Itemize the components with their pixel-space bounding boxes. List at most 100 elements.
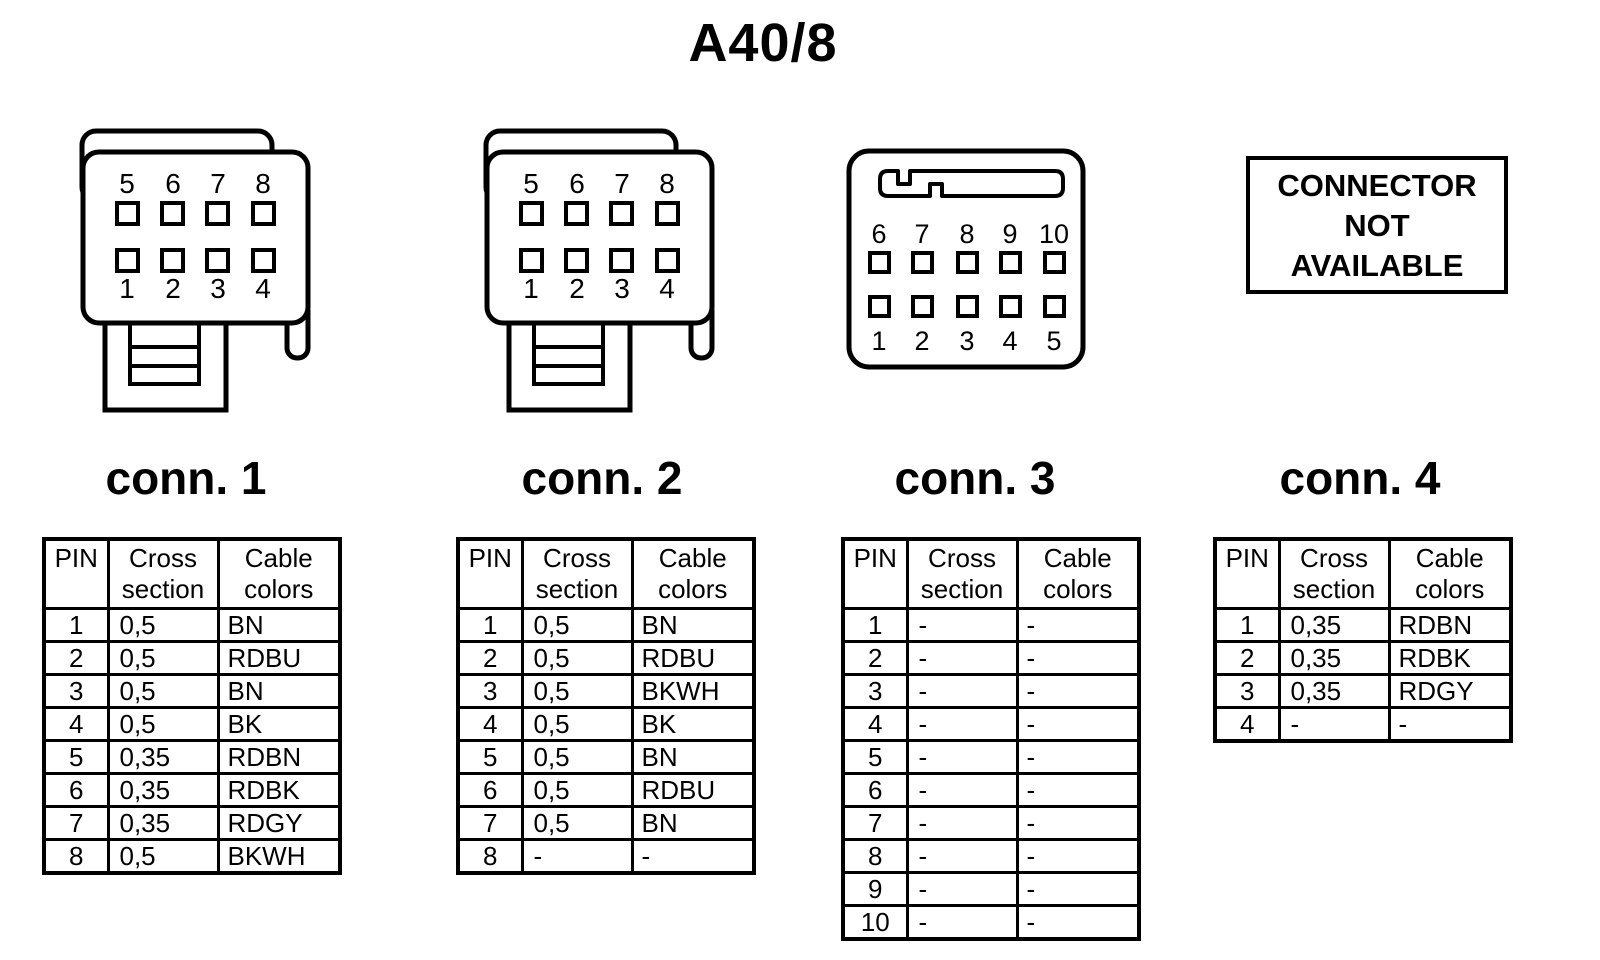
cross-section-cell: 0,5 (106, 607, 220, 643)
pin-number: 1 (523, 273, 539, 304)
cable-color-cell: BK (216, 706, 342, 742)
pin-socket (160, 248, 185, 273)
pin-number: 7 (914, 219, 929, 249)
pin-socket (999, 295, 1022, 318)
cable-color-cell: RDBU (630, 640, 756, 676)
pin-socket (115, 248, 140, 273)
table-row: 9-- (841, 871, 1141, 907)
table-row: 1-- (841, 607, 1141, 643)
pin-socket (956, 295, 979, 318)
keying-slot (878, 169, 1065, 198)
pin-cell: 3 (841, 673, 909, 709)
cable-color-cell: - (1015, 904, 1141, 941)
cross-section-cell: 0,35 (1277, 640, 1391, 676)
column-header-pin: PIN (1213, 537, 1281, 610)
plug-insert (532, 321, 605, 386)
table-row: 4-- (1213, 706, 1513, 743)
pin-socket (956, 251, 979, 274)
cross-section-cell: - (905, 706, 1019, 742)
pin-socket (564, 248, 589, 273)
pin-number: 8 (659, 168, 675, 199)
cable-color-cell: RDBN (216, 739, 342, 775)
cross-section-cell: - (1277, 706, 1391, 743)
cross-section-cell: 0,35 (1277, 607, 1391, 643)
column-header-cross-section: Cross section (1277, 537, 1391, 610)
na-line: AVAILABLE (1290, 248, 1464, 283)
cable-color-cell: BKWH (630, 673, 756, 709)
pin-number: 5 (523, 168, 539, 199)
pin-number: 7 (210, 168, 226, 199)
cross-section-cell: 0,5 (106, 838, 220, 875)
connector-4-label: conn. 4 (1279, 452, 1441, 504)
cross-section-cell: - (905, 871, 1019, 907)
pin-socket (115, 201, 140, 226)
pin-numbers: 5 6 7 8 1 2 3 4 (523, 168, 675, 304)
column-header-cross-section: Cross section (106, 537, 220, 610)
cable-color-cell: BN (630, 607, 756, 643)
table-row: 6-- (841, 772, 1141, 808)
connector-not-available-box: CONNECTOR NOT AVAILABLE (1246, 156, 1508, 294)
pin-socket (519, 248, 544, 273)
cross-section-cell: 0,5 (520, 673, 634, 709)
pin-socket (999, 251, 1022, 274)
pin-cell: 3 (1213, 673, 1281, 709)
cable-color-cell: - (1015, 607, 1141, 643)
table-row: 5-- (841, 739, 1141, 775)
cross-section-cell: 0,35 (106, 805, 220, 841)
header-row: PIN Cross section Cable colors (42, 537, 342, 610)
pin-number: 4 (255, 273, 271, 304)
connector-3-label: conn. 3 (894, 452, 1056, 504)
table-row: 7-- (841, 805, 1141, 841)
pin-number: 8 (255, 168, 271, 199)
column-header-cross-section: Cross section (520, 537, 634, 610)
header-row: PIN Cross section Cable colors (841, 537, 1141, 610)
cable-color-cell: - (1015, 772, 1141, 808)
table-row: 2-- (841, 640, 1141, 676)
cable-color-cell: - (1015, 838, 1141, 874)
pin-cell: 10 (841, 904, 909, 941)
table-row: 3-- (841, 673, 1141, 709)
pin-socket (160, 201, 185, 226)
cable-color-cell: BN (216, 607, 342, 643)
pin-numbers: 6 7 8 9 10 1 2 3 4 5 (871, 219, 1069, 356)
pin-socket (655, 201, 680, 226)
cross-section-cell: - (905, 640, 1019, 676)
cable-color-cell: RDBN (1387, 607, 1513, 643)
column-header-cable-colors: Cable colors (1387, 537, 1513, 610)
pin-socket (251, 248, 276, 273)
cable-color-cell: - (1015, 706, 1141, 742)
table-row: 10-- (841, 904, 1141, 941)
pin-sockets (519, 201, 680, 273)
pin-cell: 4 (456, 706, 524, 742)
cross-section-cell: 0,5 (520, 739, 634, 775)
pin-sockets (115, 201, 276, 273)
pin-socket (868, 251, 891, 274)
pin-number: 3 (959, 326, 974, 356)
pin-cell: 1 (42, 607, 110, 643)
pin-number: 4 (659, 273, 675, 304)
pin-socket (609, 248, 634, 273)
connector-2-label: conn. 2 (521, 452, 683, 504)
cross-section-cell: - (905, 772, 1019, 808)
pin-socket (251, 201, 276, 226)
cable-color-cell: RDBU (216, 640, 342, 676)
connector-body (484, 149, 715, 326)
table-row: 8-- (456, 838, 756, 875)
pin-cell: 8 (841, 838, 909, 874)
cable-color-cell: - (1387, 706, 1513, 743)
cable-color-cell: - (1015, 871, 1141, 907)
column-header-cable-colors: Cable colors (216, 537, 342, 610)
pin-number: 1 (119, 273, 135, 304)
cable-color-cell: - (1015, 739, 1141, 775)
cross-section-cell: 0,5 (106, 706, 220, 742)
column-header-cable-colors: Cable colors (1015, 537, 1141, 610)
table-row: 4-- (841, 706, 1141, 742)
